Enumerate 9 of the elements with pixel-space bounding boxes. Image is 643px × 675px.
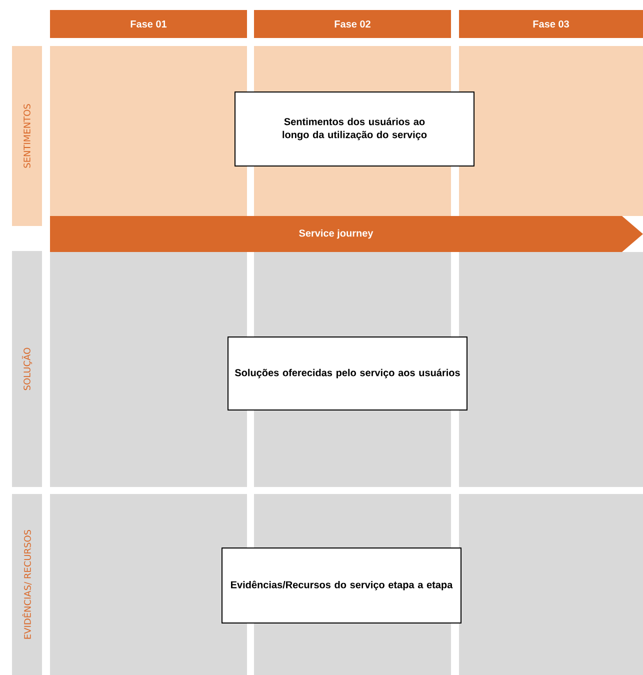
row-label: SENTIMENTOS [12,46,42,226]
phase-header: Fase 01 [50,10,247,38]
text-box: Evidências/Recursos do serviço etapa a etapa [222,548,462,624]
row-label: SOLUÇÃO [12,251,42,487]
phase-header: Fase 02 [254,10,451,38]
phase-header: Fase 03 [459,10,643,38]
text-box: Soluções oferecidas pelo serviço aos usuários [228,336,468,410]
text-box: Sentimentos dos usuários ao longo da utilização do serviço [234,92,474,166]
row-label: EVIDÊNCIAS/ RECURSOS [12,494,42,675]
